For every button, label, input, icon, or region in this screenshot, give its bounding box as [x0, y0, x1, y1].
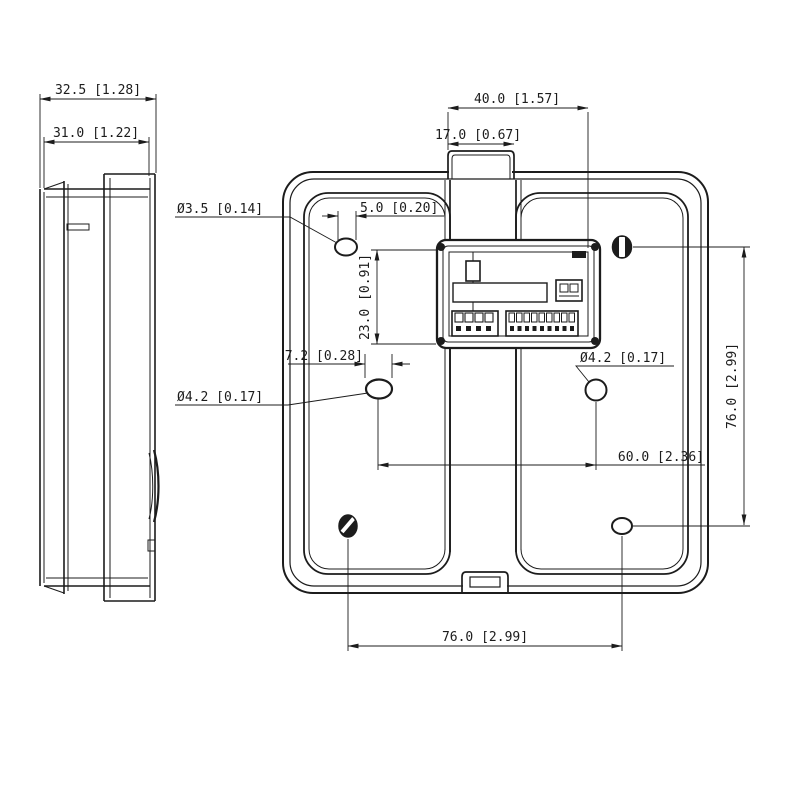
dim-label: 76.0 [2.99]: [442, 630, 528, 645]
dim-hole-mid-right: Ø4.2 [0.17]: [575, 351, 674, 383]
dim-slot-mid-left-length: 7.2 [0.28]: [285, 349, 410, 378]
bezel-corner-screw: [437, 243, 445, 251]
dim-top-width: 40.0 [1.57]: [447, 92, 589, 248]
dim-side-body-depth: 31.0 [1.22]: [43, 126, 150, 188]
dim-hole-mid-left: Ø4.2 [0.17]: [175, 390, 369, 406]
dim-label: 7.2 [0.28]: [285, 349, 363, 364]
mount-slot-mid-left: [364, 378, 394, 400]
leader-line: [175, 216, 338, 244]
dim-bottom-hole-spacing: 76.0 [2.99]: [347, 536, 623, 651]
dim-label: 32.5 [1.28]: [55, 83, 141, 98]
pcb-component: [465, 260, 481, 282]
leader-line: [575, 365, 674, 383]
dim-label: 17.0 [0.67]: [435, 128, 521, 143]
mount-slot-top-left: [334, 237, 358, 257]
dim-side-total-depth: 32.5 [1.28]: [39, 83, 157, 188]
dim-label: 5.0 [0.20]: [360, 201, 438, 216]
bezel-corner-screw: [591, 243, 599, 251]
screw-hole-bottom-left: [338, 514, 358, 538]
side-clip-tab: [66, 223, 90, 231]
screw-hole-top-right: [611, 235, 633, 259]
dim-label: 31.0 [1.22]: [53, 126, 139, 141]
dim-hole-top-left: Ø3.5 [0.14]: [175, 202, 338, 244]
dim-label: 23.0 [0.91]: [358, 254, 373, 340]
dim-top-slot-width: 17.0 [0.67]: [435, 128, 521, 147]
center-channel-outer-walls: [449, 180, 517, 552]
pcb-assembly: [435, 238, 602, 350]
connector-2pin: [555, 279, 583, 302]
bottom-clip-tab: [461, 571, 509, 592]
side-front-chamfers: [43, 181, 65, 594]
leader-line: [175, 392, 369, 406]
dim-vertical-hole-spacing: 76.0 [2.99]: [633, 246, 750, 527]
cable-grommet: [152, 449, 160, 523]
mount-hole-mid-right: [584, 378, 608, 402]
dim-mid-hole-spacing: 60.0 [2.36]: [377, 398, 705, 470]
mount-hole-bottom-right: [611, 517, 633, 535]
dim-pcb-opening-height: 23.0 [0.91]: [358, 249, 436, 345]
side-view: [39, 173, 160, 602]
bezel-corner-screw: [591, 337, 599, 345]
center-channel-inner-walls: [444, 180, 522, 550]
dim-label: Ø3.5 [0.14]: [177, 202, 263, 217]
wire-slot: [452, 282, 548, 303]
dim-label: 76.0 [2.99]: [725, 343, 740, 429]
side-backplate: [103, 173, 156, 602]
side-top-bottom-faces: [44, 188, 150, 587]
pcb-label-mark: [572, 251, 586, 258]
dimensions: 32.5 [1.28] 31.0 [1.22] 40.0 [1.57] 17.0…: [39, 83, 750, 651]
bezel-corner-screw: [437, 337, 445, 345]
dim-label: 40.0 [1.57]: [474, 92, 560, 107]
back-view: [282, 150, 709, 594]
side-bottom-notch: [147, 539, 156, 552]
terminal-block-5pin: [451, 310, 499, 337]
dim-label: Ø4.2 [0.17]: [580, 351, 666, 366]
dim-slot-top-left-length: 5.0 [0.20]: [322, 201, 444, 240]
dim-label: Ø4.2 [0.17]: [177, 390, 263, 405]
top-clip-slot: [447, 150, 515, 179]
dim-label: 60.0 [2.36]: [618, 450, 704, 465]
terminal-block-10pin: [505, 310, 579, 337]
